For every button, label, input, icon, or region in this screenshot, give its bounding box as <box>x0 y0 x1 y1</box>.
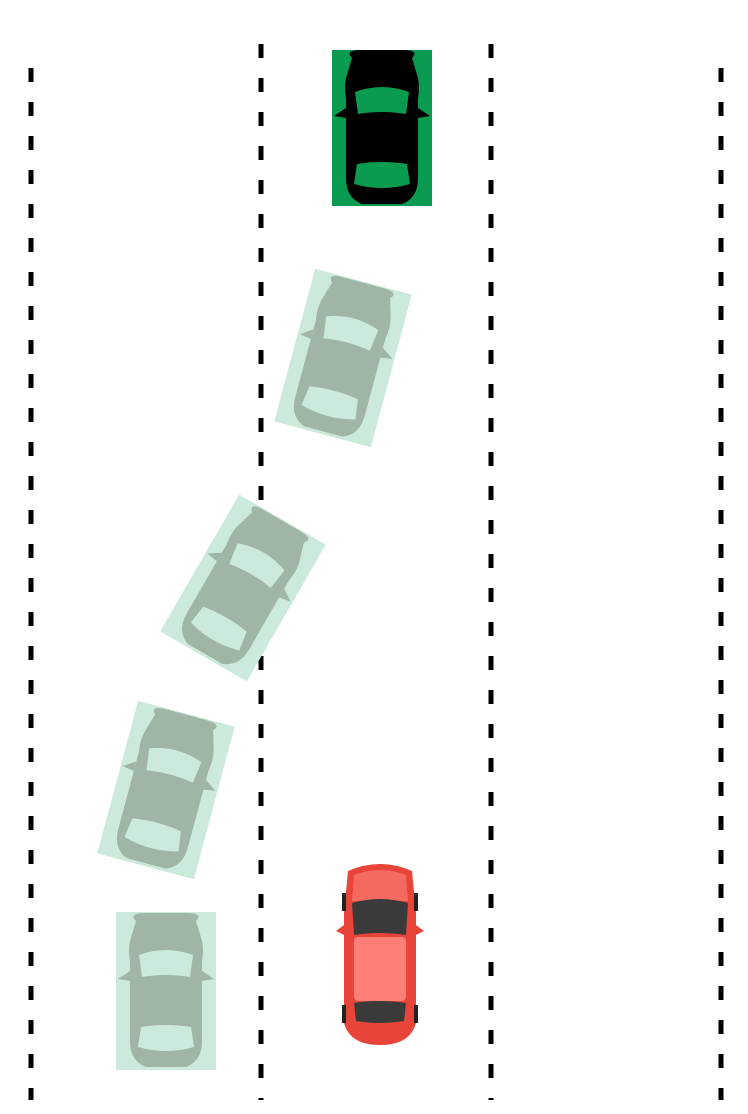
trajectory-ghost-1 <box>274 268 412 448</box>
trajectory-ghost-2 <box>160 494 326 682</box>
lane-markings <box>28 44 724 1100</box>
trajectory-ghost-4 <box>116 912 216 1070</box>
car-icon <box>116 708 217 869</box>
red-car-icon <box>336 864 424 1045</box>
ego-car <box>332 50 432 206</box>
car-icon <box>293 276 394 437</box>
car-icon <box>182 506 309 665</box>
car-icon <box>334 50 430 204</box>
trajectory-ghost-3 <box>97 700 235 880</box>
car-icon <box>118 913 214 1067</box>
trajectory-ghosts <box>97 268 412 1070</box>
ego-vehicle <box>332 50 432 206</box>
red-car-body <box>336 864 424 1045</box>
